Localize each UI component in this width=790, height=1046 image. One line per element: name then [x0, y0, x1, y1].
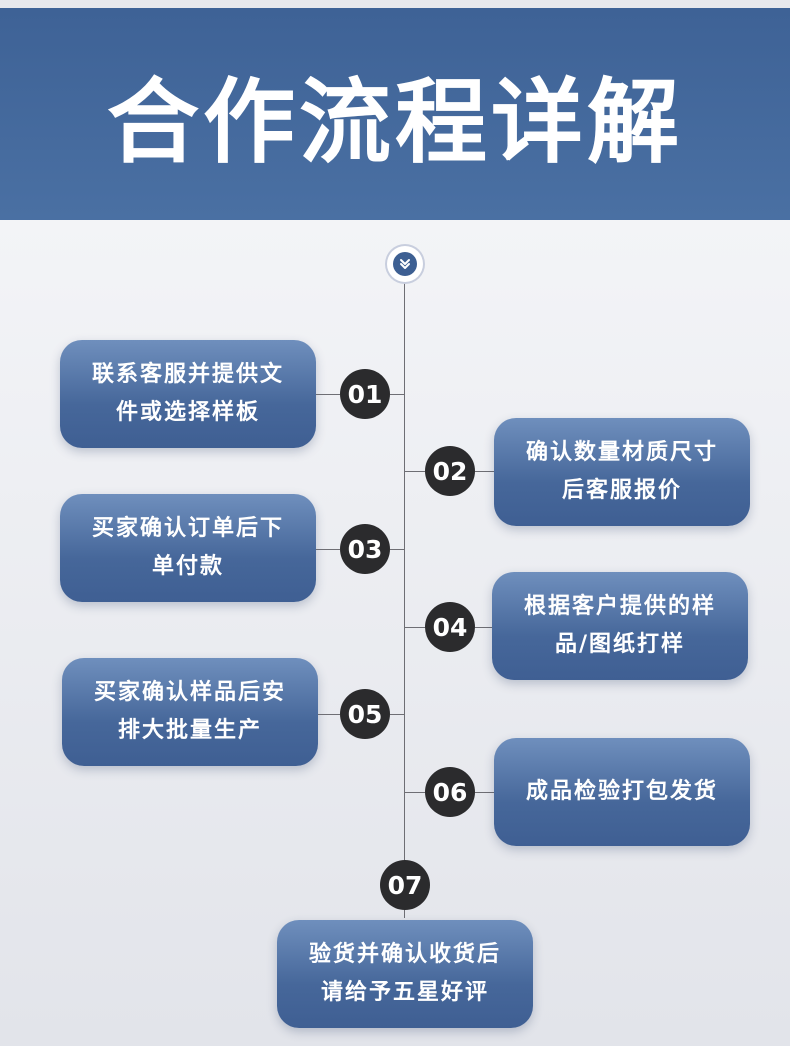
timeline-top-marker — [387, 246, 423, 282]
step-card-06: 成品检验打包发货 — [494, 738, 750, 846]
step-number-badge: 06 — [425, 767, 475, 817]
step-text: 买家确认订单后下 单付款 — [91, 516, 284, 579]
step-connector — [405, 627, 425, 628]
step-number-badge: 04 — [425, 602, 475, 652]
step-connector — [390, 549, 405, 550]
step-card-07: 验货并确认收货后 请给予五星好评 — [277, 920, 533, 1028]
step-card-03: 买家确认订单后下 单付款 — [60, 494, 316, 602]
step-text: 联系客服并提供文 件或选择样板 — [91, 362, 284, 425]
step-number-badge: 07 — [380, 860, 430, 910]
header-banner: 合作流程详解 — [0, 8, 790, 220]
page-title: 合作流程详解 — [106, 68, 683, 176]
step-connector — [390, 714, 405, 715]
step-card-04: 根据客户提供的样 品/图纸打样 — [492, 572, 748, 680]
step-card-05: 买家确认样品后安 排大批量生产 — [62, 658, 318, 766]
step-text: 确认数量材质尺寸 后客服报价 — [525, 440, 718, 503]
double-chevron-down-icon — [393, 252, 417, 276]
step-connector — [475, 792, 495, 793]
step-connector — [316, 549, 340, 550]
step-connector — [316, 394, 340, 395]
step-connector — [390, 394, 405, 395]
step-number-badge: 02 — [425, 446, 475, 496]
step-connector — [475, 627, 493, 628]
step-connector — [318, 714, 340, 715]
timeline-line — [404, 270, 405, 918]
step-number-badge: 03 — [340, 524, 390, 574]
step-text: 根据客户提供的样 品/图纸打样 — [523, 594, 716, 657]
step-connector — [475, 471, 495, 472]
step-text: 验货并确认收货后 请给予五星好评 — [308, 942, 501, 1005]
step-card-02: 确认数量材质尺寸 后客服报价 — [494, 418, 750, 526]
step-number-badge: 01 — [340, 369, 390, 419]
step-connector — [405, 792, 425, 793]
step-connector — [405, 471, 425, 472]
step-number-badge: 05 — [340, 689, 390, 739]
step-card-01: 联系客服并提供文 件或选择样板 — [60, 340, 316, 448]
step-text: 成品检验打包发货 — [525, 779, 718, 804]
step-text: 买家确认样品后安 排大批量生产 — [93, 680, 286, 743]
